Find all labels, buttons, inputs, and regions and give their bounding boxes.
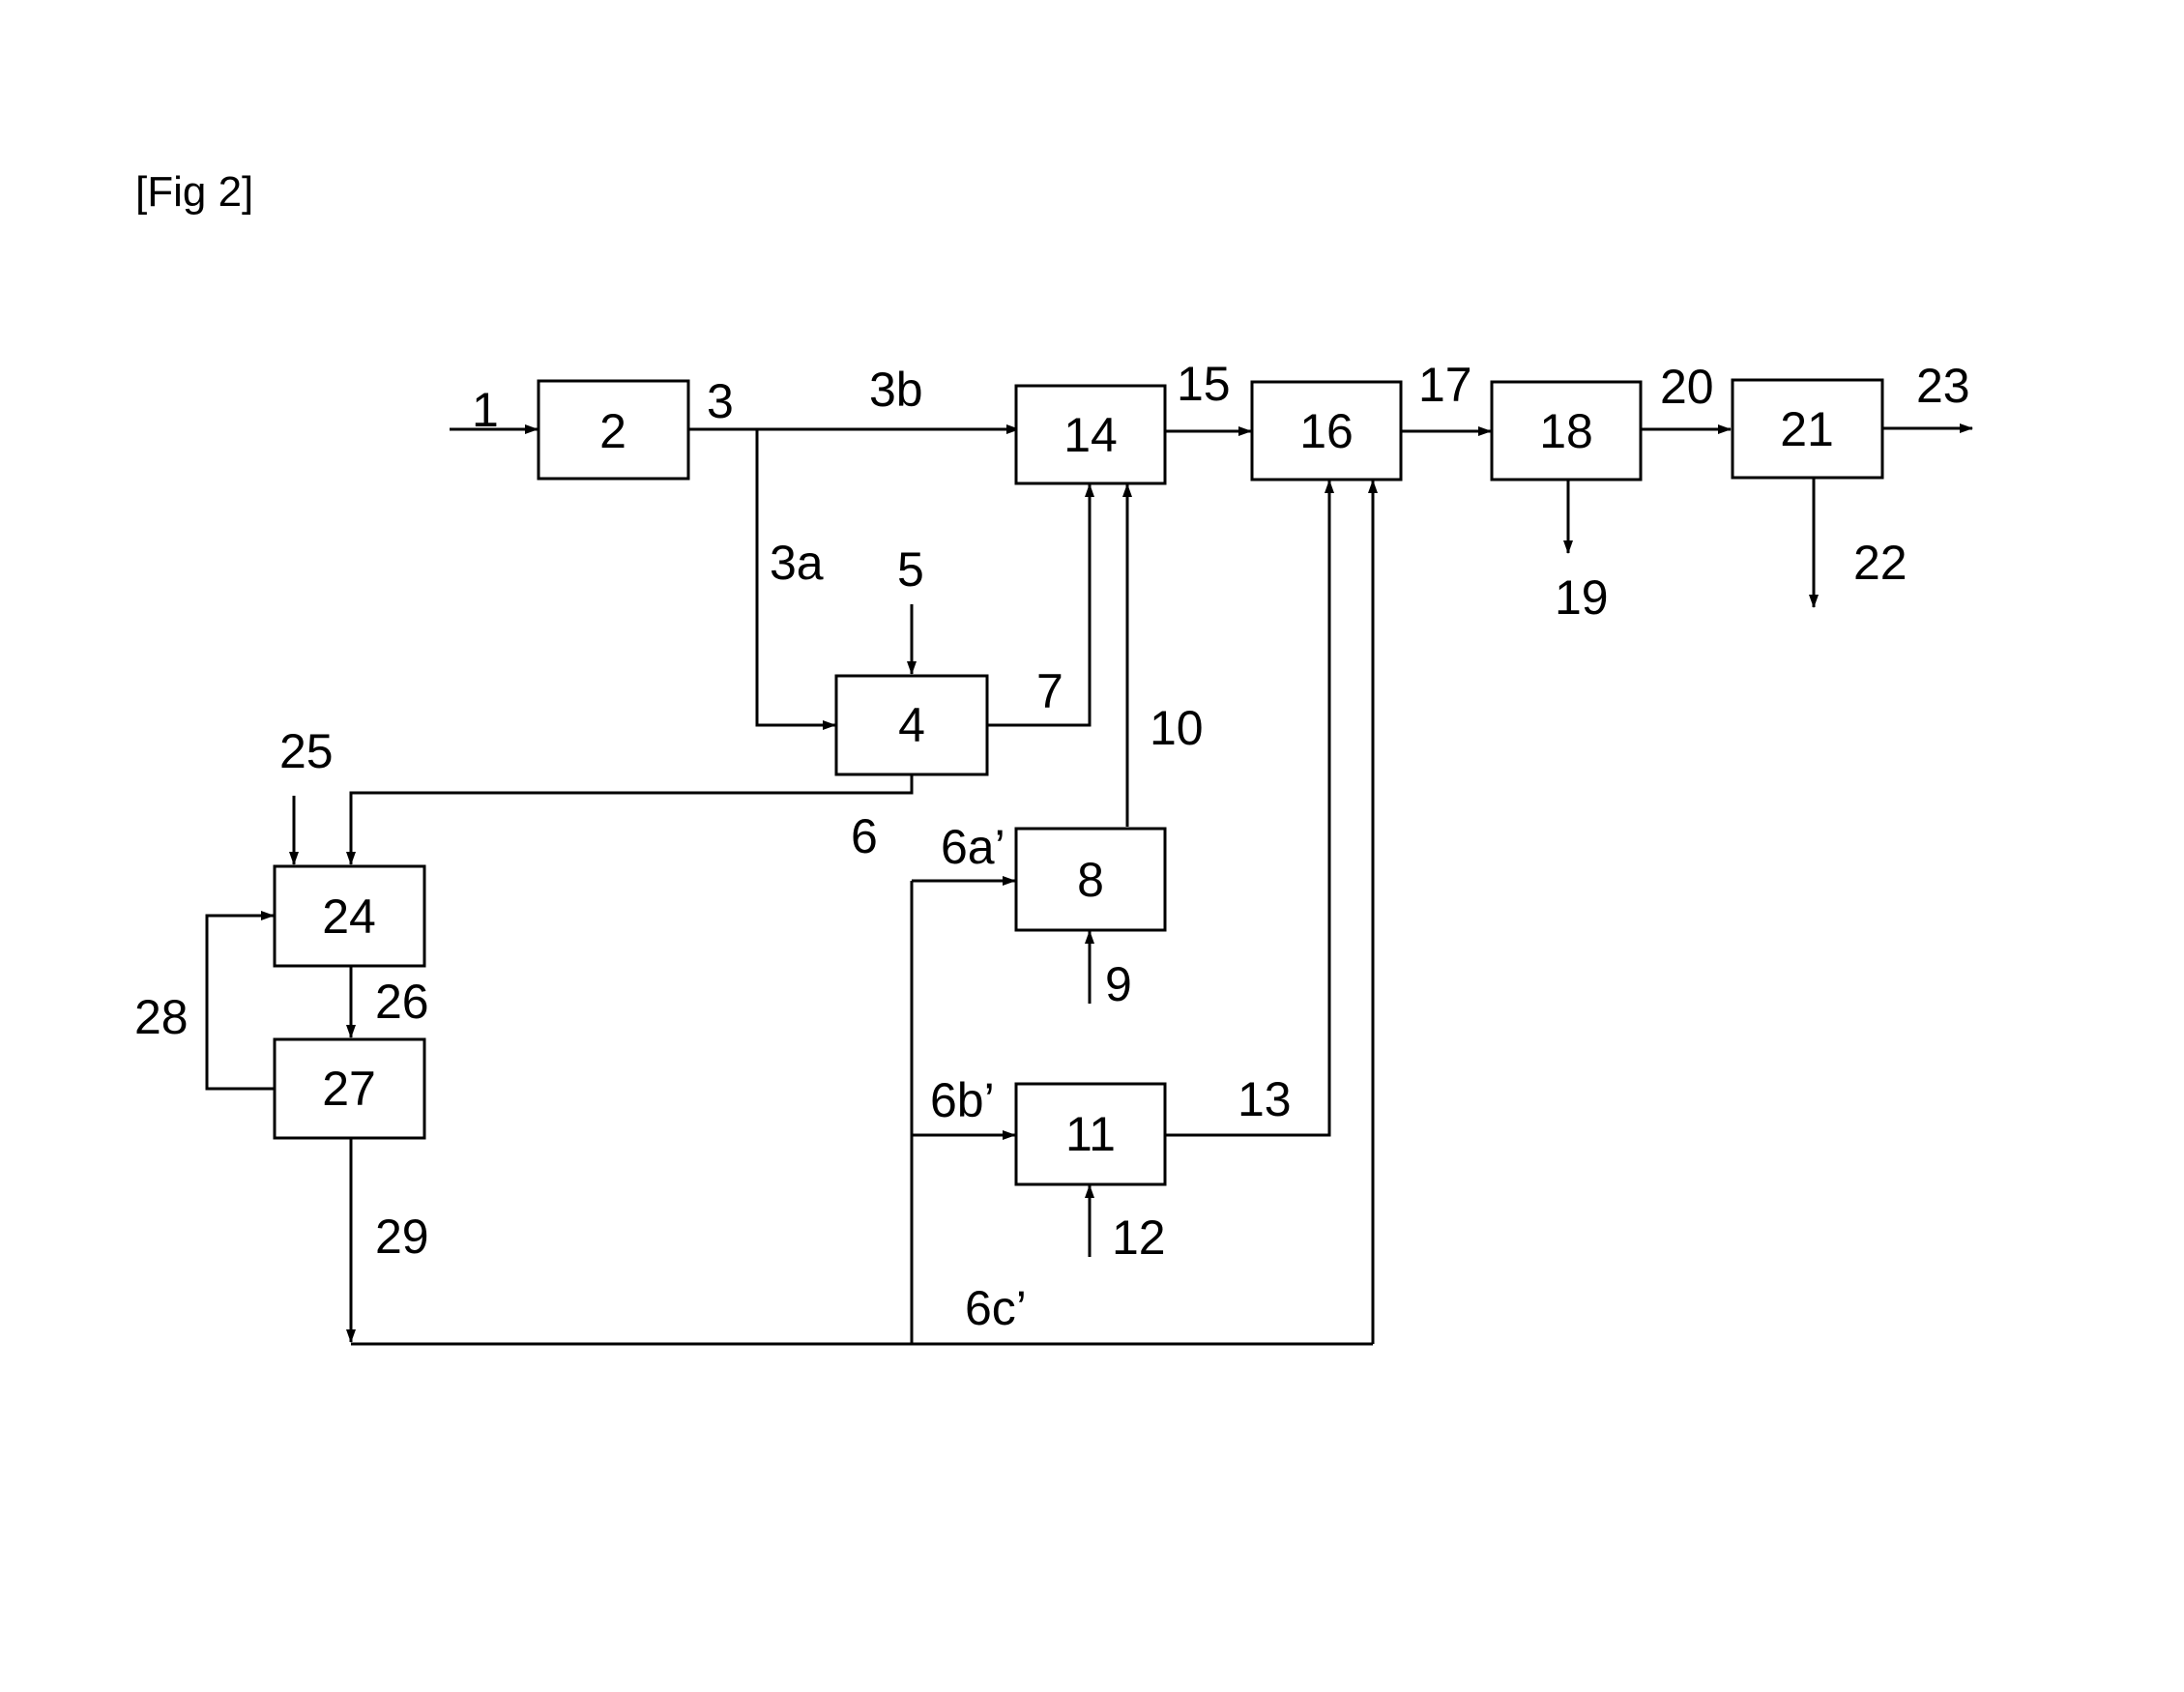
stream-17-label: 17: [1418, 358, 1472, 412]
stream-28-arrow: [205, 911, 275, 1091]
stream-3a-label: 3a: [770, 536, 824, 590]
stream-20-label: 20: [1660, 360, 1714, 414]
unit-27-label: 27: [322, 1062, 376, 1116]
stream-29-label: 29: [375, 1210, 429, 1264]
unit-27: 27: [273, 1037, 426, 1140]
unit-18: 18: [1490, 380, 1643, 481]
figure-caption: [Fig 2]: [135, 168, 253, 216]
stream-7-arrow: [988, 483, 1094, 727]
stream-13-arrow: [1165, 480, 1334, 1137]
unit-18-label: 18: [1539, 404, 1593, 458]
stream-26-label: 26: [375, 975, 429, 1029]
stream-15-label: 15: [1177, 357, 1231, 411]
stream-1-label: 1: [472, 383, 499, 437]
stream-28-label: 28: [134, 990, 189, 1044]
unit-16-label: 16: [1299, 404, 1354, 458]
stream-6b-label: 6b’: [930, 1073, 995, 1127]
stream-6c-label: 6c’: [965, 1281, 1027, 1335]
stream-3-label: 3: [707, 374, 734, 428]
unit-21-label: 21: [1780, 402, 1834, 456]
stream-22-label: 22: [1853, 536, 1907, 590]
unit-2-label: 2: [599, 404, 626, 458]
stream-6-label: 6: [851, 809, 878, 863]
unit-8-label: 8: [1077, 853, 1104, 907]
unit-11-label: 11: [1065, 1107, 1116, 1161]
stream-3a-arrow: [755, 429, 836, 730]
stream-9-label: 9: [1105, 957, 1132, 1011]
unit-16: 16: [1250, 380, 1403, 481]
stream-25-label: 25: [279, 724, 334, 778]
unit-14-label: 14: [1063, 408, 1118, 462]
stream-12-label: 12: [1112, 1211, 1166, 1265]
stream-5-label: 5: [897, 542, 924, 597]
stream-23-label: 23: [1916, 359, 1970, 413]
unit-24: 24: [273, 864, 426, 968]
unit-24-label: 24: [322, 890, 376, 944]
flow-lines: [205, 423, 1973, 1346]
unit-4: 4: [834, 674, 989, 776]
unit-4-label: 4: [898, 698, 925, 752]
stream-6a-label: 6a’: [941, 820, 1005, 874]
unit-8: 8: [1014, 827, 1167, 932]
unit-21: 21: [1731, 378, 1884, 480]
stream-19-label: 19: [1555, 570, 1609, 625]
unit-2: 2: [537, 379, 690, 481]
stream-6-arrow: [346, 775, 914, 865]
stream-10-label: 10: [1150, 701, 1204, 755]
stream-labels: 1 3 3b 3a 5 7 10 25 6 6a’ 9 26 28 6b’ 13…: [134, 357, 1970, 1335]
stream-3b-label: 3b: [869, 363, 923, 417]
unit-11: 11: [1014, 1082, 1167, 1186]
stream-7-label: 7: [1036, 664, 1063, 718]
unit-14: 14: [1014, 384, 1167, 485]
stream-13-label: 13: [1238, 1072, 1292, 1126]
